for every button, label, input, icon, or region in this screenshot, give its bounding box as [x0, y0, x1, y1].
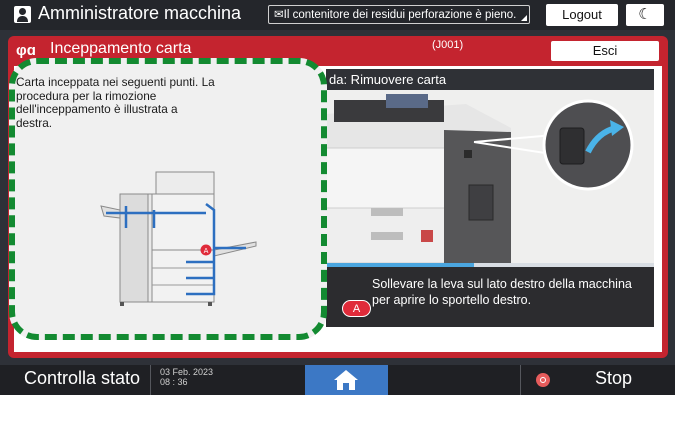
home-icon: [334, 370, 358, 390]
time-text: 08 : 36: [160, 377, 188, 387]
diagram-location-label: A: [204, 247, 209, 255]
step-progress-fill: [326, 263, 474, 267]
step-progress-bar: [326, 263, 654, 267]
step-instruction-panel: [326, 267, 654, 327]
dialog-title: Inceppamento carta: [50, 40, 192, 57]
corner-arrow-icon: [521, 15, 527, 21]
check-status-button[interactable]: Controlla stato: [24, 368, 141, 388]
notice-banner[interactable]: ✉Il contenitore dei residui perforazione…: [268, 5, 530, 24]
user-title: Amministratore macchina: [38, 3, 242, 23]
user-icon: [14, 6, 31, 23]
stop-icon: [536, 373, 550, 387]
procedure-header: da: Rimuovere carta: [326, 69, 654, 90]
energy-saver-button[interactable]: ☾: [626, 4, 664, 26]
date-text: 03 Feb. 2023: [160, 367, 214, 377]
procedure-illustration: [326, 90, 654, 263]
datetime: 03 Feb. 2023 08 : 36: [160, 367, 213, 387]
step-instruction-text: Sollevare la leva sul lato destro della …: [372, 277, 632, 307]
jam-diagram: A: [96, 170, 261, 315]
separator: [520, 365, 521, 395]
printer-photo-icon: [326, 90, 654, 263]
step-location-badge: A: [342, 300, 371, 317]
stop-button[interactable]: Stop: [595, 368, 633, 388]
printer-diagram-icon: A: [100, 171, 257, 306]
notice-text: ✉Il contenitore dei residui perforazione…: [274, 9, 517, 21]
error-code: (J001): [432, 39, 464, 51]
jam-location-text: Carta inceppata nei seguenti punti. La p…: [16, 75, 215, 130]
logout-button[interactable]: Logout: [546, 4, 618, 26]
jam-warning-icon: φɑ: [16, 42, 36, 59]
separator: [150, 365, 151, 395]
exit-button[interactable]: Esci: [551, 41, 659, 61]
